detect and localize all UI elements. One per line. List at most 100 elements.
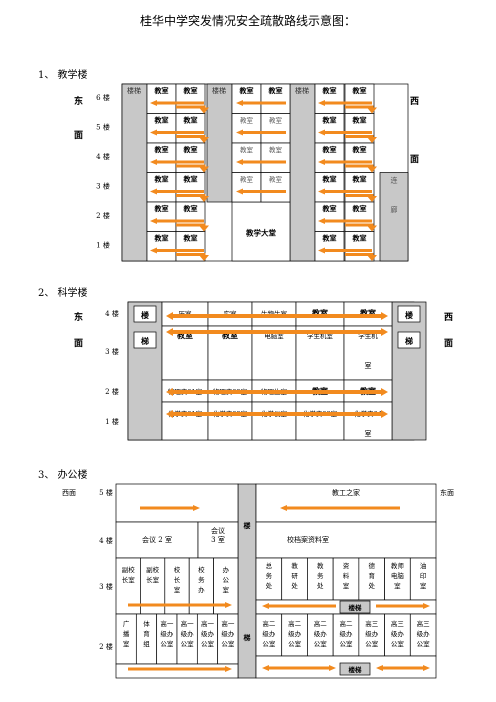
stair-column: [237, 483, 257, 679]
floor5-label: 教工之家: [332, 488, 360, 497]
corridor-label: 廊: [391, 205, 398, 214]
stair-tag: [397, 331, 421, 349]
corridor-label: 连: [391, 176, 398, 185]
evac-arrow-left: [318, 100, 372, 106]
stair-tag: [339, 662, 371, 676]
office-label: 高一: [201, 619, 215, 628]
classroom-label: 教室: [269, 116, 283, 125]
office-label: 高二: [314, 619, 328, 628]
classroom-label: 教室: [352, 234, 367, 243]
section-1-heading: 1、 教学楼: [38, 70, 88, 81]
office-label: 级办: [314, 629, 328, 638]
office-cell: [409, 557, 437, 601]
floor-label: 2 楼: [96, 211, 110, 220]
stair-label: 梯: [244, 633, 251, 642]
floor-label: 2 楼: [105, 387, 119, 396]
classroom-cell: [314, 231, 345, 262]
meeting-room-3-label: 会议: [211, 526, 225, 535]
office-cell: [332, 613, 360, 657]
floor-label: 3 楼: [99, 582, 113, 591]
evac-arrow-left: [318, 247, 372, 254]
evac-arrow-left: [150, 100, 204, 106]
office-label: 级办: [391, 629, 405, 638]
office-cell: [358, 613, 385, 657]
office-label: 高三: [365, 619, 379, 628]
meeting-room-3: [197, 521, 239, 559]
classroom-cell: [146, 172, 177, 203]
office-label: 公室: [417, 639, 431, 648]
classroom-label: 教室: [183, 175, 198, 184]
classroom-label: 教室: [352, 204, 367, 213]
evac-arrow-both: [166, 328, 388, 336]
office-label: 教师: [391, 561, 405, 570]
stair-tag-label: 楼梯: [349, 603, 363, 612]
office-label: 副校: [122, 565, 136, 574]
stair-tag: [133, 305, 157, 323]
classroom-label: 教室: [183, 145, 198, 154]
office-label: 高三: [391, 619, 405, 628]
office-label: 高二: [288, 619, 302, 628]
classroom-label: 教室: [239, 86, 254, 95]
office-cell: [409, 613, 437, 657]
classroom-label: 教室: [322, 86, 337, 95]
office-label: 研: [291, 572, 298, 580]
classroom-label: 教室: [154, 234, 169, 243]
office-cell: [384, 613, 411, 657]
classroom-label: 教室: [268, 86, 283, 95]
office-label: 公室: [262, 639, 276, 648]
room-label: 教室: [311, 308, 328, 318]
office-label: 级办: [181, 629, 195, 638]
page-title: 桂华中学突发情况安全疏散路线示意图：: [139, 14, 356, 28]
office-label: 室: [420, 581, 427, 590]
floor-label: 4 楼: [99, 536, 113, 545]
classroom-cell: [314, 83, 345, 114]
stair-block-west: [289, 83, 316, 262]
office-label: 高一: [160, 619, 174, 628]
office-label: 室: [394, 581, 401, 590]
floor-label: 4 楼: [96, 152, 110, 161]
floor-label: 2 楼: [99, 642, 113, 651]
classroom-label: 教室: [352, 175, 367, 184]
room-label: 学生机: [358, 331, 378, 340]
classroom-cell: [231, 83, 262, 114]
stair-label: 楼: [141, 310, 149, 320]
s2-west-label: 西: [444, 313, 454, 323]
stair-block-west: [391, 301, 427, 441]
classroom-cell: [314, 201, 345, 232]
floor-label: 3 楼: [105, 347, 119, 356]
s3-east-label: 东面: [440, 489, 454, 497]
evac-arrow-both: [166, 312, 388, 320]
classroom-label: 教室: [322, 116, 337, 125]
room-label-tail: 室: [365, 361, 372, 370]
s3-west-label: 西面: [62, 489, 76, 497]
office-label: 组: [143, 639, 150, 648]
classroom-label: 教室: [352, 116, 367, 125]
office-label: 公室: [160, 639, 174, 648]
floor5-right: [255, 483, 437, 523]
office-label: 级办: [201, 629, 215, 638]
office-label: 公室: [365, 639, 379, 648]
office-label: 公室: [340, 639, 354, 648]
s2-west-face: 面: [444, 339, 454, 349]
classroom-cell: [146, 83, 177, 114]
evac-arrow-left-2: [376, 603, 430, 609]
classroom-label: 教室: [154, 145, 169, 154]
classroom-label: 教室: [183, 234, 198, 243]
stair-tag-label: 楼梯: [349, 665, 363, 674]
office-label: 处: [368, 581, 375, 590]
office-label: 务: [317, 571, 324, 580]
evac-arrow-down: [345, 253, 377, 261]
evac-arrow-down: [345, 135, 377, 143]
classroom-cell: [260, 113, 291, 144]
evac-arrow-right: [128, 602, 232, 608]
classroom-cell: [314, 113, 345, 144]
evac-arrow-down: [345, 223, 377, 232]
s1-west-label: 西: [410, 97, 420, 107]
corridor-block: [379, 172, 409, 262]
room-label: 电脑室: [264, 331, 284, 340]
evac-arrow-left: [318, 188, 372, 195]
section-3-heading: 3、 办公楼: [38, 470, 88, 481]
evac-arrow-down: [345, 194, 377, 202]
stair-label: 楼: [405, 310, 413, 320]
